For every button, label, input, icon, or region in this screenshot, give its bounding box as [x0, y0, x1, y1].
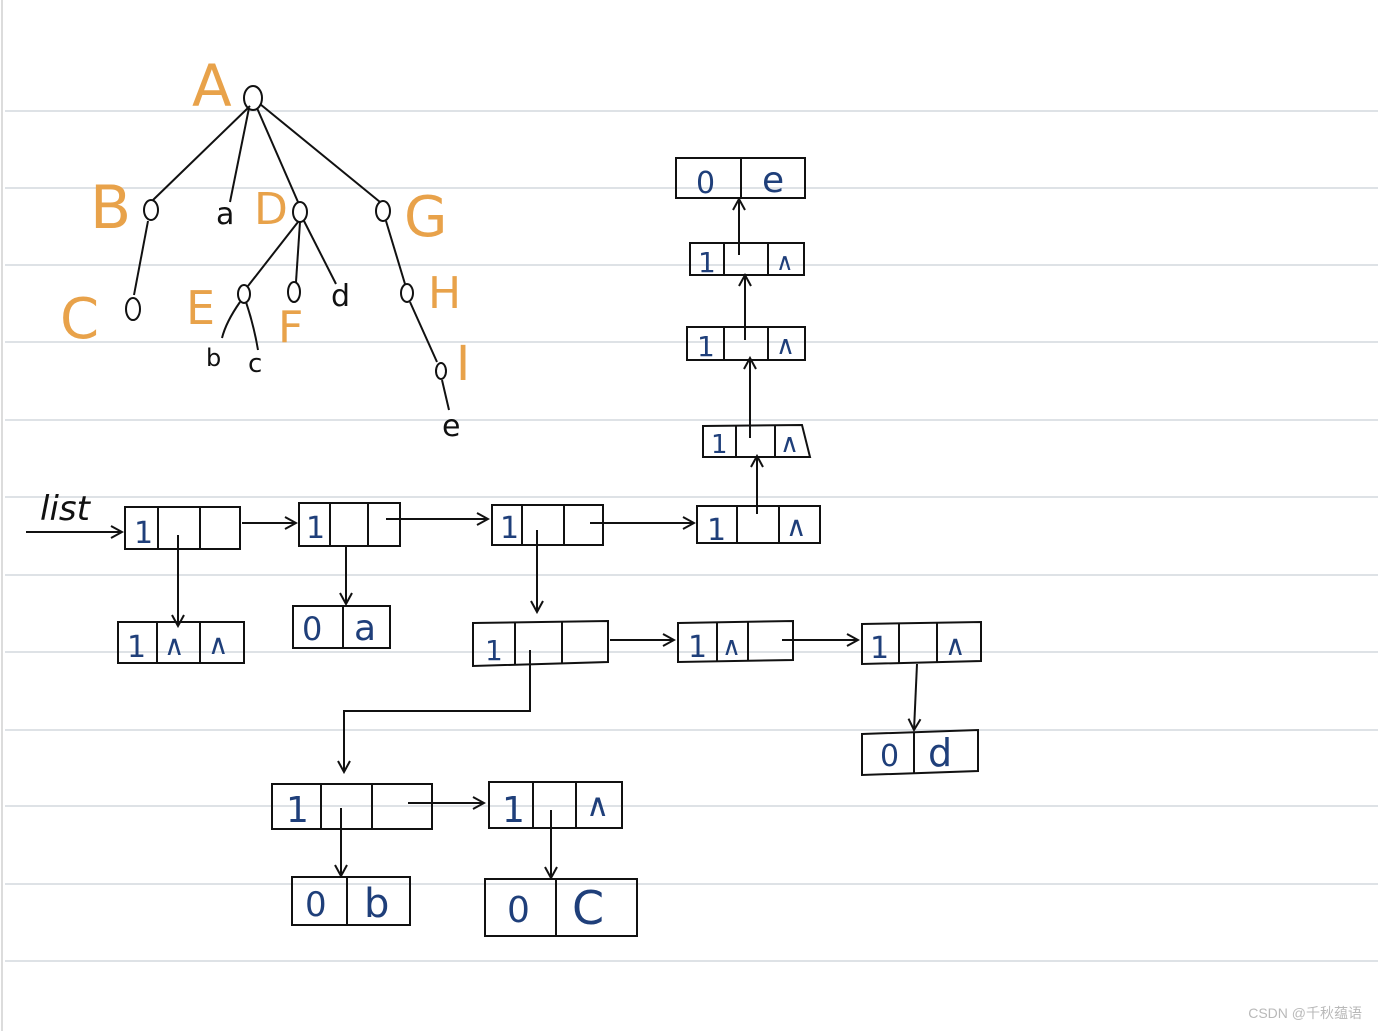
tree-edge-G-H	[385, 220, 406, 285]
tree-edge-H-I	[409, 301, 438, 363]
atom-value-d: d	[928, 731, 952, 775]
atom-c	[484, 878, 638, 937]
tree-label-H: H	[428, 268, 461, 319]
null-pointer: ∧	[208, 628, 229, 661]
null-pointer: ∧	[780, 429, 799, 459]
tag-1: 1	[870, 631, 889, 666]
tree-node-F	[287, 281, 301, 303]
tree-edge-A-G	[259, 103, 381, 203]
generalized-list-tree	[125, 85, 450, 411]
tree-edge-D-E	[247, 221, 299, 287]
tree-label-F: F	[278, 302, 303, 353]
tree-edge-D-F	[295, 221, 301, 283]
tag-0: 0	[880, 739, 899, 774]
null-pointer: ∧	[586, 786, 609, 824]
arrow-E-down	[344, 650, 531, 772]
tree-node-E	[237, 284, 251, 304]
tree-edge-A-B	[152, 105, 251, 201]
tag-0: 0	[696, 166, 715, 201]
tree-node-H	[400, 283, 414, 303]
tree-label-A: A	[192, 52, 232, 120]
atom-a	[292, 605, 391, 649]
tree-label-D: D	[254, 184, 288, 235]
arrow-d-down	[914, 663, 917, 730]
tag-1: 1	[711, 430, 728, 460]
null-pointer: ∧	[786, 510, 807, 543]
node-E-c	[488, 781, 623, 829]
tree-label-C: C	[60, 287, 99, 352]
tree-label-d: d	[331, 279, 350, 314]
node-I-e	[689, 242, 805, 276]
tree-label-a: a	[216, 197, 234, 232]
list-label: list	[40, 489, 92, 529]
node-G-H	[702, 423, 812, 458]
null-pointer: ∧	[776, 248, 794, 276]
tag-1: 1	[134, 516, 153, 551]
atom-value-c: C	[572, 881, 604, 935]
node-D-F	[677, 619, 794, 664]
tag-1: 1	[697, 330, 715, 363]
tag-1: 1	[306, 511, 325, 546]
tree-edge-D-d	[303, 220, 337, 285]
node-A-D	[491, 504, 604, 546]
node-B-C	[117, 621, 245, 664]
atom-value-a: a	[354, 608, 376, 649]
tree-node-B	[143, 199, 159, 221]
tag-1: 1	[698, 246, 716, 279]
tag-1: 1	[688, 630, 707, 665]
node-D-d	[861, 620, 982, 666]
tree-label-b: b	[206, 344, 221, 372]
tag-1: 1	[286, 790, 309, 831]
atom-d	[861, 728, 979, 777]
node-A-G	[696, 505, 821, 544]
storage-structure	[26, 157, 982, 937]
node-D-E	[472, 619, 609, 668]
null-pointer: ∧	[776, 331, 795, 361]
tree-node-A	[243, 85, 263, 111]
tree-label-I: I	[456, 336, 470, 392]
tree-label-e: e	[442, 409, 460, 444]
tree-label-E: E	[186, 281, 215, 335]
tree-edge-I-e	[441, 379, 450, 411]
null-pointer: ∧	[945, 629, 966, 662]
null-pointer: ∧	[722, 632, 741, 662]
tree-label-c: c	[248, 349, 262, 379]
tag-1: 1	[502, 790, 525, 831]
tree-edge-B-C	[133, 220, 149, 296]
tag-1: 1	[485, 634, 503, 667]
node-A-a	[298, 502, 401, 547]
null-pointer: ∧	[164, 629, 185, 662]
cell-values: 1 1 1 1 ∧ 1 ∧ ∧ 0 a 1 1 ∧ 1 ∧ 0 d 1 1 ∧ …	[127, 160, 966, 935]
tag-1: 1	[500, 511, 519, 546]
atom-value-b: b	[364, 881, 389, 927]
tag-1: 1	[707, 513, 726, 548]
csdn-watermark: CSDN @千秋蕴语	[1248, 1005, 1362, 1021]
tag-0: 0	[507, 890, 530, 931]
ruled-lines	[5, 110, 1378, 962]
tree-edge-A-D	[256, 107, 299, 203]
tag-1: 1	[127, 630, 146, 665]
tree-node-I	[435, 362, 447, 380]
node-E-b	[271, 783, 433, 830]
tree-labels: A B a D G C E F d H b c I e	[60, 52, 470, 444]
tree-label-G: G	[404, 185, 447, 250]
tree-node-D	[292, 201, 308, 223]
tree-edge-E-c	[245, 301, 259, 351]
node-A-B	[124, 506, 241, 550]
tag-0: 0	[302, 610, 322, 648]
tree-edge-A-a	[229, 107, 250, 203]
tag-0: 0	[305, 885, 327, 925]
tree-node-G	[375, 200, 391, 222]
tree-edge-E-b	[221, 301, 241, 339]
tree-label-B: B	[90, 173, 131, 243]
tree-node-C	[125, 297, 141, 321]
atom-value-e: e	[762, 160, 784, 201]
atom-b	[291, 876, 411, 926]
